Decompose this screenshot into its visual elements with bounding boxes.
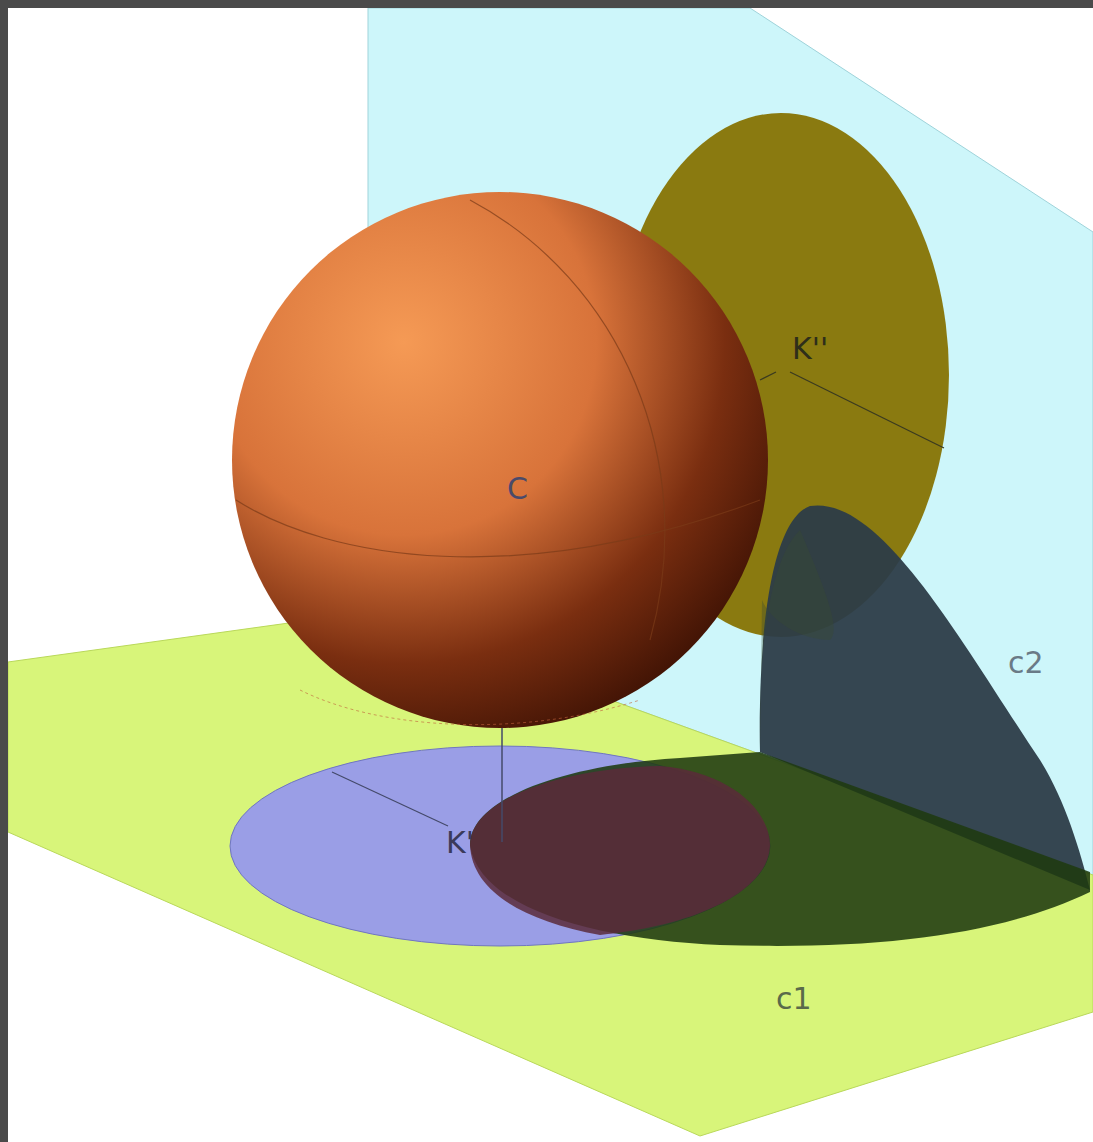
- point-label: K': [446, 828, 474, 858]
- sphere-contour: [300, 690, 640, 725]
- projector-line: [501, 728, 503, 842]
- radius-line: [760, 372, 776, 380]
- sphere-meridian: [470, 200, 665, 640]
- center-label: C: [507, 474, 528, 504]
- shadow-overlap: [760, 530, 834, 752]
- shadow-label: c2: [1008, 648, 1044, 678]
- ground-shadow: [470, 752, 1090, 946]
- shadow-label: c1: [776, 984, 812, 1014]
- ground-projection-ellipse: [230, 746, 770, 946]
- point-label: K'': [792, 334, 828, 364]
- radius-line: [790, 372, 944, 448]
- sphere-equator: [236, 500, 760, 557]
- sphere: [232, 192, 768, 728]
- radius-line: [332, 772, 448, 826]
- frame-bar: [0, 0, 8, 1142]
- frame-bar: [0, 0, 1093, 8]
- shadow-ellipse-overlap: [470, 766, 770, 935]
